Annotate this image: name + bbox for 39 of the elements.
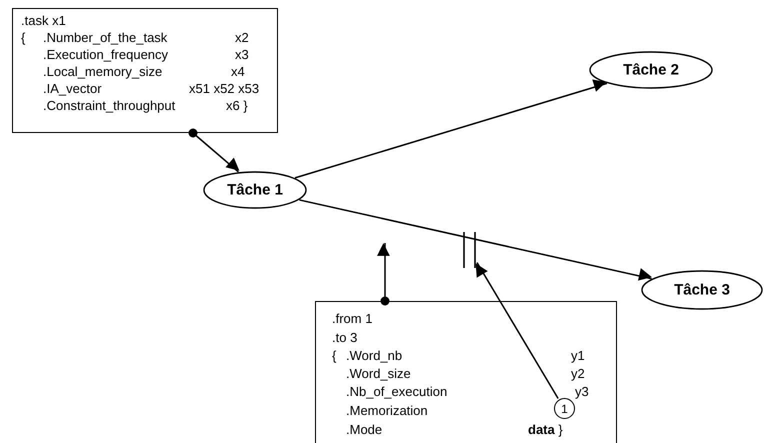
field-value: .Nb_of_execution (346, 384, 448, 399)
field-value: x3 (235, 47, 249, 62)
task-label: Tâche 1 (226, 182, 284, 198)
field-value: x2 (235, 30, 249, 45)
field-text: .Constraint_throughput (43, 98, 176, 113)
arrow (377, 243, 390, 306)
field-text: y3 (575, 384, 589, 399)
field-text: .Execution_frequency (43, 47, 168, 62)
field-text: .Number_of_the_task (43, 30, 168, 45)
task-label: Tâche 3 (673, 282, 731, 298)
field-value: x51 x52 x53 (189, 81, 260, 96)
task-ellipse (641, 270, 763, 310)
record-box (12, 8, 278, 133)
task-label: Tâche 2 (622, 62, 680, 78)
field-text: { (21, 30, 26, 45)
field-text: .Local_memory_size (43, 64, 162, 79)
field-text: y2 (571, 366, 585, 381)
field-value: .Memorization (346, 403, 428, 418)
arrow (476, 262, 559, 399)
task-ellipse (589, 51, 713, 89)
field-value: data } (528, 422, 563, 437)
field-value: x4 (231, 64, 245, 79)
field-value: x6 } (226, 98, 248, 113)
field-text: .from 1 (332, 311, 372, 326)
field-text: y1 (571, 348, 585, 363)
field-text: .Mode (346, 422, 382, 437)
field-text: .IA_vector (43, 81, 102, 96)
record-box (315, 301, 617, 443)
task-ellipse (203, 171, 307, 209)
field-value: .Word_nb (346, 348, 402, 363)
field-text: .task x1 (21, 13, 66, 28)
field-value: .Word_size (346, 366, 411, 381)
arrow (294, 79, 608, 179)
field-text: .to 3 (332, 330, 358, 345)
field-text: { (332, 348, 336, 363)
arrow (299, 199, 652, 281)
cut-mark (462, 232, 477, 268)
arrow (188, 128, 240, 173)
numbered-circle: 1 (554, 398, 575, 419)
